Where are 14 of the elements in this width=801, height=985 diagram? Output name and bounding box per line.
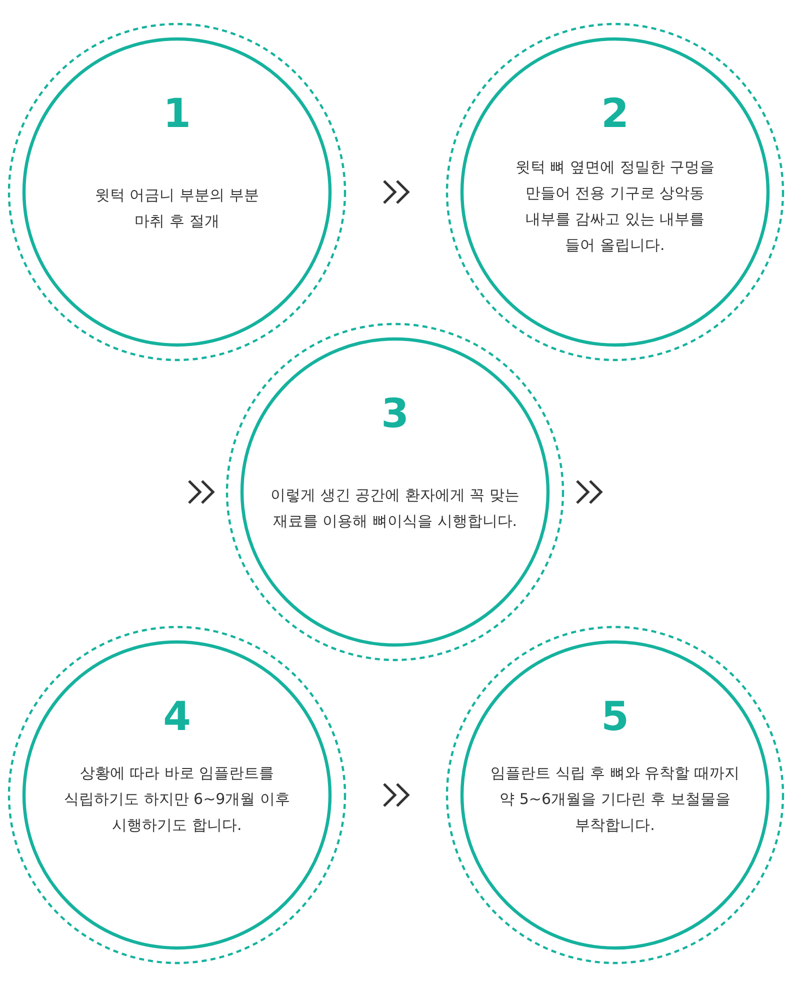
- step-number: 2: [601, 94, 629, 134]
- step-number: 1: [163, 94, 191, 134]
- chevron-arrow: [382, 180, 410, 204]
- step-description: 임플란트 식립 후 뼈와 유착할 때까지 약 5~6개월을 기다린 후 보철물을 부착합니다.: [490, 763, 740, 836]
- step-description: 상황에 따라 바로 임플란트를 식립하기도 하지만 6~9개월 이후 시행하기도 합니다.: [63, 763, 291, 836]
- step-description: 이렇게 생긴 공간에 환자에게 꼭 맞는 재료를 이용해 뼈이식을 시행합니다.: [270, 485, 520, 532]
- chevron-arrow: [576, 480, 603, 504]
- step-description: 윗턱 어금니 부분의 부분 마취 후 절개: [94, 185, 260, 232]
- step-number: 4: [163, 697, 191, 737]
- step-number: 5: [601, 697, 629, 737]
- step-number: 3: [381, 394, 409, 434]
- step-description: 윗턱 뼈 옆면에 정밀한 구멍을 만들어 전용 기구로 상악동 내부를 감싸고 있는 내부를 들어 올립니다.: [514, 157, 716, 256]
- chevron-arrow: [188, 480, 215, 504]
- chevron-arrow: [382, 782, 410, 808]
